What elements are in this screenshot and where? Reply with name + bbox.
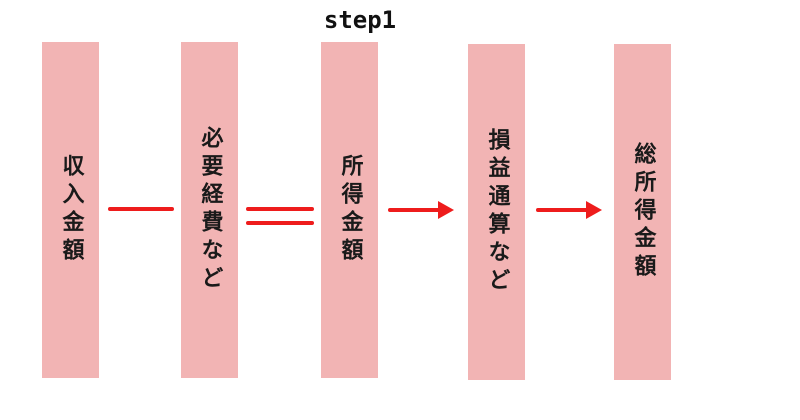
- expenses-box: 必要経費など: [181, 42, 238, 378]
- income-label: 収入金額: [58, 154, 84, 266]
- income-box: 収入金額: [42, 42, 99, 378]
- step-title: step1: [323, 6, 397, 34]
- total-income-label: 総所得金額: [630, 142, 656, 282]
- minus-icon: [108, 207, 174, 211]
- arrow-right-icon: [388, 201, 454, 219]
- income-amount-box: 所得金額: [321, 42, 378, 378]
- loss-offset-box: 損益通算など: [468, 44, 525, 380]
- arrow-right-icon: [536, 201, 602, 219]
- loss-offset-label: 損益通算など: [484, 128, 510, 296]
- income-amount-label: 所得金額: [337, 154, 363, 266]
- equals-icon: [246, 207, 314, 225]
- expenses-label: 必要経費など: [197, 126, 223, 294]
- total-income-box: 総所得金額: [614, 44, 671, 380]
